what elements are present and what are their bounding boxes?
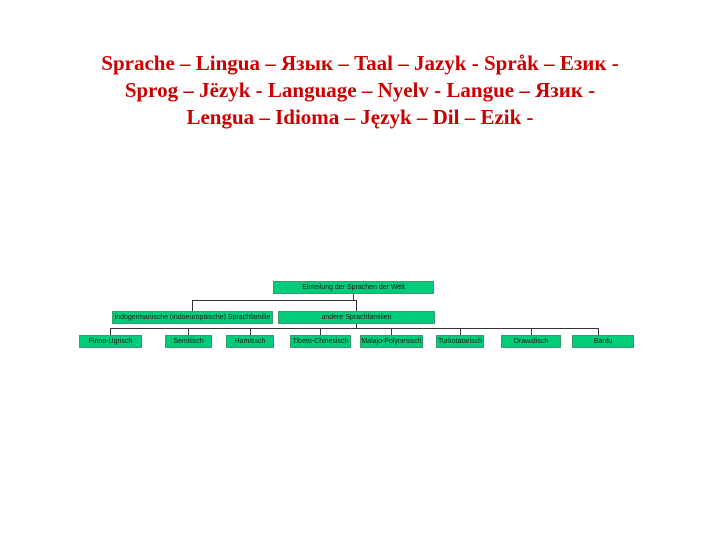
connector-root-down bbox=[353, 294, 354, 300]
connector-family-2 bbox=[188, 328, 189, 335]
connector-to-indo bbox=[192, 300, 193, 311]
connector-family-3 bbox=[250, 328, 251, 335]
connector-families-bar bbox=[110, 328, 598, 329]
other-families-node: andere Sprachfamilien bbox=[278, 311, 435, 324]
family-node-turkic: Turkotatarisch bbox=[436, 335, 484, 348]
family-node-bantu: Bantu bbox=[572, 335, 634, 348]
family-label: Semitisch bbox=[173, 338, 204, 345]
connector-level2-bar bbox=[192, 300, 356, 301]
connector-family-6 bbox=[460, 328, 461, 335]
title-line-2: Sprog – Jёzyk - Language – Nyelv - Langu… bbox=[124, 78, 596, 102]
root-node-label: Einteilung der Sprachen der Welt bbox=[302, 284, 405, 291]
indo-european-node: indogermanische (indoeuropäische) Sprach… bbox=[112, 311, 273, 324]
family-node-finno-ugric: Finno-Ugrisch bbox=[79, 335, 142, 348]
connector-family-7 bbox=[531, 328, 532, 335]
family-node-dravidian: Drawidisch bbox=[501, 335, 561, 348]
connector-family-5 bbox=[391, 328, 392, 335]
other-families-node-label: andere Sprachfamilien bbox=[321, 314, 392, 321]
family-label: Turkotatarisch bbox=[437, 338, 483, 345]
connector-family-1 bbox=[110, 328, 111, 335]
root-node: Einteilung der Sprachen der Welt bbox=[273, 281, 434, 294]
family-node-semitic: Semitisch bbox=[165, 335, 212, 348]
family-label: Tibeto-Chinesisch bbox=[292, 338, 349, 345]
connector-other-down bbox=[356, 324, 357, 328]
connector-to-other bbox=[356, 300, 357, 311]
family-node-malayo-polynesian: Malajo-Polynesisch bbox=[360, 335, 423, 348]
indo-european-node-label: indogermanische (indoeuropäische) Sprach… bbox=[114, 314, 271, 321]
family-label: Finno-Ugrisch bbox=[88, 338, 133, 345]
family-node-hamitic: Hamitisch bbox=[226, 335, 274, 348]
family-label: Malajo-Polynesisch bbox=[361, 338, 422, 345]
title-line-1: Sprache – Lingua – Язык – Taal – Jazyk -… bbox=[101, 51, 619, 75]
family-label: Hamitisch bbox=[234, 338, 266, 345]
title-line-3: Lengua – Idioma – Język – Dil – Ezik - bbox=[186, 105, 534, 129]
family-node-sino-tibetan: Tibeto-Chinesisch bbox=[290, 335, 351, 348]
connector-family-8 bbox=[598, 328, 599, 335]
slide-title: Sprache – Lingua – Язык – Taal – Jazyk -… bbox=[30, 50, 690, 131]
family-label: Drawidisch bbox=[513, 338, 549, 345]
connector-family-4 bbox=[320, 328, 321, 335]
family-label: Bantu bbox=[593, 338, 613, 345]
